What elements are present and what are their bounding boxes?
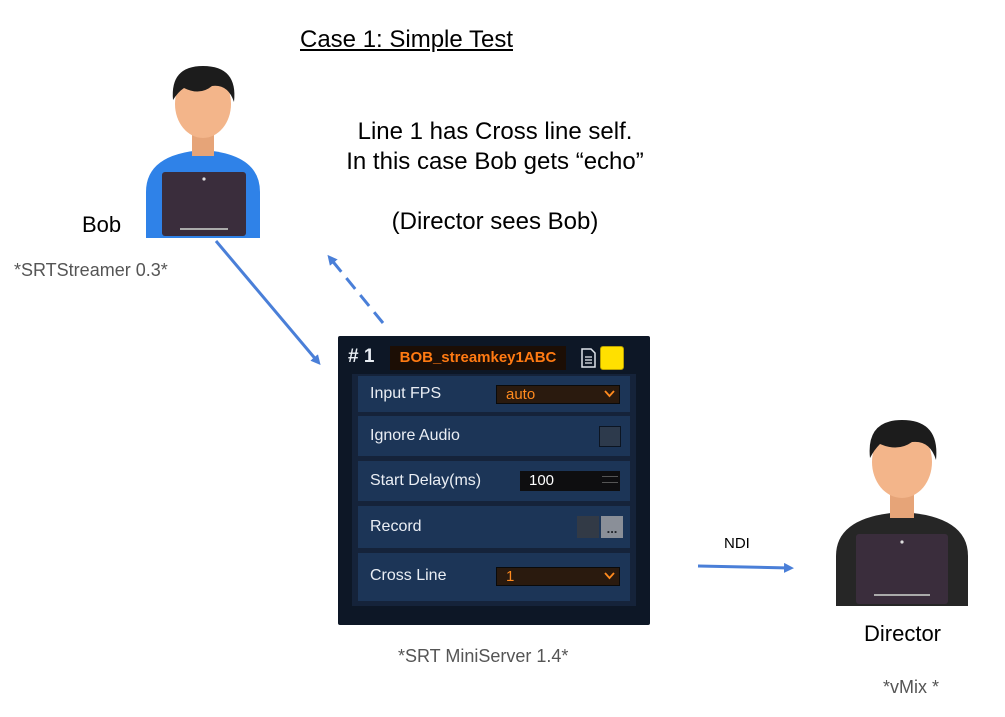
color-swatch[interactable] xyxy=(600,346,624,370)
cross-line-dropdown[interactable]: 1 xyxy=(496,567,620,586)
arrow-bob-to-server xyxy=(214,240,321,366)
stream-key-field[interactable]: BOB_streamkey1ABC xyxy=(390,346,566,370)
note-line-2: In this case Bob gets “echo” xyxy=(346,148,644,175)
record-toggle[interactable] xyxy=(577,516,599,538)
start-delay-label: Start Delay(ms) xyxy=(370,472,482,489)
note-line-3: (Director sees Bob) xyxy=(391,208,599,235)
arrow-server-to-director xyxy=(697,562,794,573)
director-person-icon xyxy=(836,420,968,606)
ignore-audio-label: Ignore Audio xyxy=(370,427,460,444)
start-delay-stepper[interactable]: 100 xyxy=(520,471,620,491)
record-browse-button[interactable]: ... xyxy=(601,516,623,538)
input-fps-label: Input FPS xyxy=(370,385,442,402)
ndi-label: NDI xyxy=(724,535,750,552)
director-app-caption: *vMix * xyxy=(883,677,940,697)
chevron-down-icon xyxy=(604,390,615,398)
document-icon[interactable] xyxy=(580,348,596,368)
bob-app-caption: *SRTStreamer 0.3* xyxy=(14,260,168,280)
row-start-delay: Start Delay(ms) 100 xyxy=(358,461,630,501)
server-app-caption: *SRT MiniServer 1.4* xyxy=(398,646,569,666)
chevron-down-icon xyxy=(604,572,615,580)
input-fps-dropdown[interactable]: auto xyxy=(496,385,620,404)
input-fps-value: auto xyxy=(506,386,536,403)
row-ignore-audio: Ignore Audio xyxy=(358,416,630,456)
cross-line-label: Cross Line xyxy=(370,567,447,584)
server-panel: # 1 BOB_streamkey1ABC Input FPS auto Ign… xyxy=(338,336,650,625)
start-delay-value: 100 xyxy=(529,472,555,489)
cross-line-value: 1 xyxy=(506,568,515,585)
row-cross-line: Cross Line 1 xyxy=(358,553,630,601)
director-name: Director xyxy=(864,621,942,646)
stepper-handle-icon xyxy=(602,476,618,486)
arrow-server-to-bob-dashed xyxy=(327,254,385,324)
row-record: Record ... xyxy=(358,506,630,548)
panel-settings: Input FPS auto Ignore Audio Start Delay(… xyxy=(352,374,636,606)
ignore-audio-checkbox[interactable] xyxy=(599,426,621,447)
row-input-fps: Input FPS auto xyxy=(358,376,630,412)
bob-person-icon xyxy=(146,66,260,238)
note-line-1: Line 1 has Cross line self. xyxy=(357,118,633,145)
diagram-title: Case 1: Simple Test xyxy=(300,26,513,53)
record-label: Record xyxy=(370,518,422,535)
bob-name: Bob xyxy=(82,212,122,237)
panel-number: # 1 xyxy=(348,346,375,367)
